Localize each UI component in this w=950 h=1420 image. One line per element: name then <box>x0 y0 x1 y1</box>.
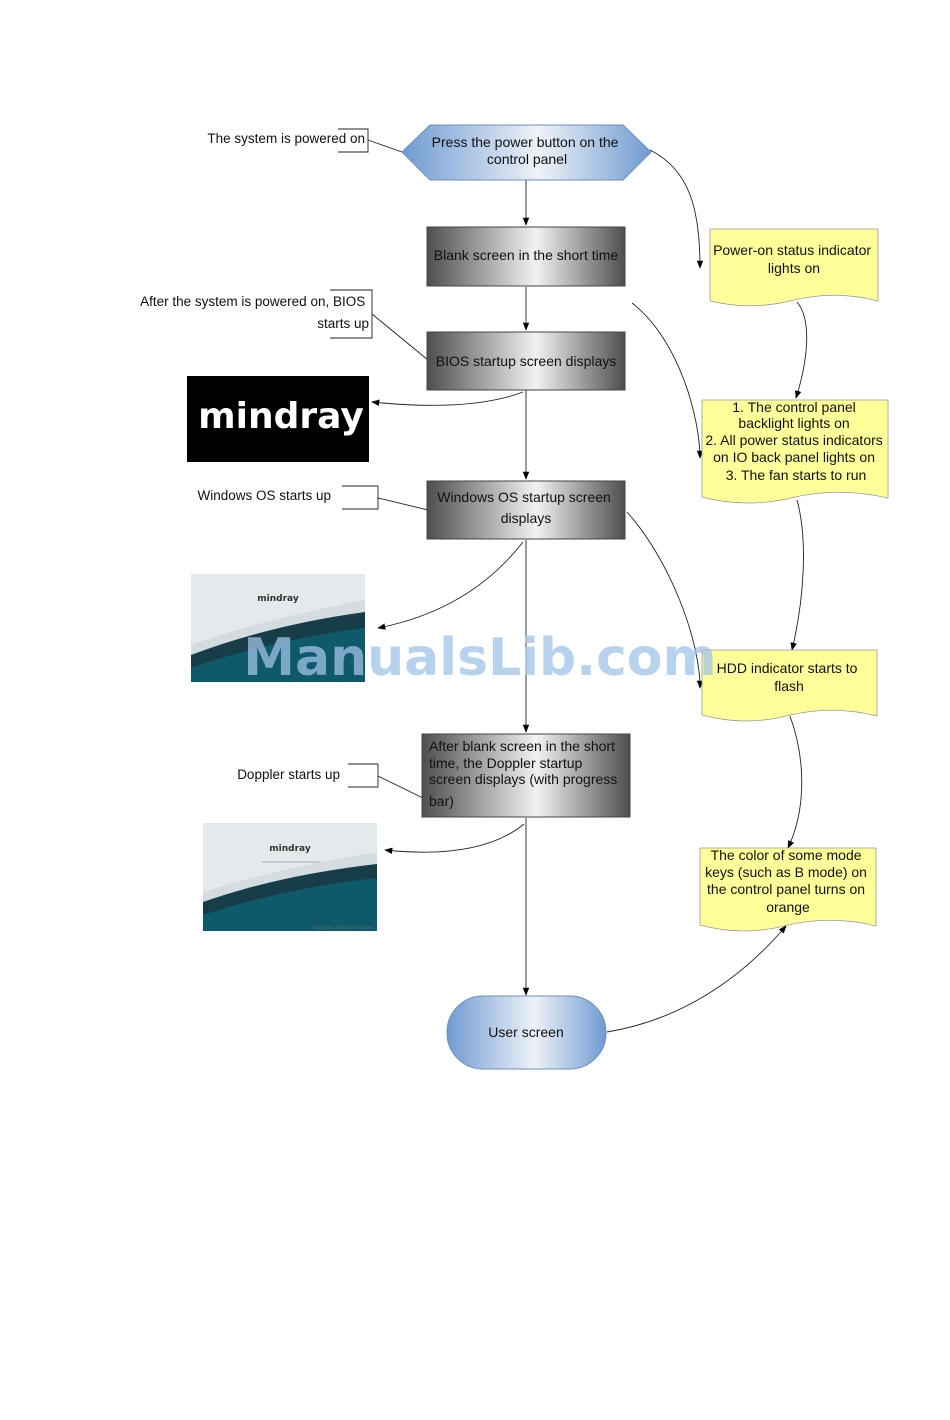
watermark: ManualsLib.com <box>243 628 716 688</box>
arrow-to-doppler-shot <box>385 824 524 852</box>
arrow-to-windows-shot <box>378 542 523 628</box>
callout-bracket <box>342 486 428 510</box>
arrow-blank-to-backlight <box>632 303 700 458</box>
annotation-doppler-starts: Doppler starts up <box>237 764 423 798</box>
annotation-line: starts up <box>317 316 369 331</box>
arrow-to-bios-logo <box>372 392 523 405</box>
label-line: Power-on status indicator <box>713 242 871 258</box>
indicator-power-on: Power-on status indicator lights on <box>710 229 878 306</box>
arrow-start-to-power-on <box>650 150 700 268</box>
annotation-text: The system is powered on <box>207 131 365 146</box>
label-line: keys (such as B mode) on <box>705 864 867 880</box>
label-line: control panel <box>487 151 567 167</box>
callout-bracket <box>348 764 423 798</box>
doppler-screen-node: After blank screen in the short time, th… <box>422 734 630 817</box>
blank-screen-node: Blank screen in the short time <box>427 227 625 286</box>
bios-logo-screenshot: mindray <box>187 376 369 462</box>
annotation-windows-starts: Windows OS starts up <box>197 486 428 510</box>
doppler-startup-screenshot: mindray Diagnostic Ultrasound System <box>203 823 377 931</box>
arrow-backlight-to-hdd <box>792 500 803 650</box>
start-node: Press the power button on the control pa… <box>402 125 651 180</box>
process-label: BIOS startup screen displays <box>436 353 617 369</box>
mindray-logo: mindray <box>257 594 299 604</box>
label-line: 3. The fan starts to run <box>726 467 867 483</box>
indicator-label: 1. The control panel backlight lights on… <box>705 399 886 483</box>
annotation-text: After the system is powered on, BIOS sta… <box>140 294 369 331</box>
annotation-line: After the system is powered on, BIOS <box>140 294 365 309</box>
label-line: After blank screen in the short <box>429 738 615 754</box>
indicator-mode-keys: The color of some mode keys (such as B m… <box>700 847 876 931</box>
label-line: The color of some mode <box>711 847 862 863</box>
label-line: flash <box>774 678 804 694</box>
label-line: on IO back panel lights on <box>713 449 875 465</box>
label-line: Windows OS startup screen <box>437 489 611 505</box>
label-line: lights on <box>768 260 820 276</box>
arrow-hdd-to-mode-keys <box>788 716 802 848</box>
arrow-user-to-mode-keys <box>607 926 786 1032</box>
label-line: Press the power button on the <box>432 134 619 150</box>
label-line: 1. The control panel <box>732 399 856 415</box>
label-line: time, the Doppler startup <box>429 755 583 771</box>
process-label: Blank screen in the short time <box>434 247 619 263</box>
mindray-logo: mindray <box>198 396 364 437</box>
annotation-bios-starts: After the system is powered on, BIOS sta… <box>140 290 428 360</box>
label-line: the control panel turns on <box>707 881 865 897</box>
label-line: displays <box>501 510 552 526</box>
screenshot-caption: Diagnostic Ultrasound System <box>314 925 375 930</box>
terminator-label: User screen <box>488 1024 563 1040</box>
annotation-text: Windows OS starts up <box>197 488 331 503</box>
arrow-power-on-to-backlight <box>796 302 807 398</box>
label-line: backlight lights on <box>738 415 849 431</box>
mindray-logo: mindray <box>269 844 311 854</box>
label-line: HDD indicator starts to <box>717 660 858 676</box>
label-line: screen displays (with progress <box>429 771 617 787</box>
label-line: 2. All power status indicators <box>705 432 882 448</box>
indicator-hdd: HDD indicator starts to flash <box>702 650 877 721</box>
annotation-text: Doppler starts up <box>237 767 340 782</box>
label-line: bar) <box>429 793 454 809</box>
bios-screen-node: BIOS startup screen displays <box>427 332 625 390</box>
annotation-powered-on: The system is powered on <box>207 129 402 152</box>
windows-screen-node: Windows OS startup screen displays <box>427 481 625 539</box>
indicator-backlight: 1. The control panel backlight lights on… <box>702 399 888 503</box>
label-line: orange <box>766 899 810 915</box>
user-screen-node: User screen <box>447 996 606 1069</box>
